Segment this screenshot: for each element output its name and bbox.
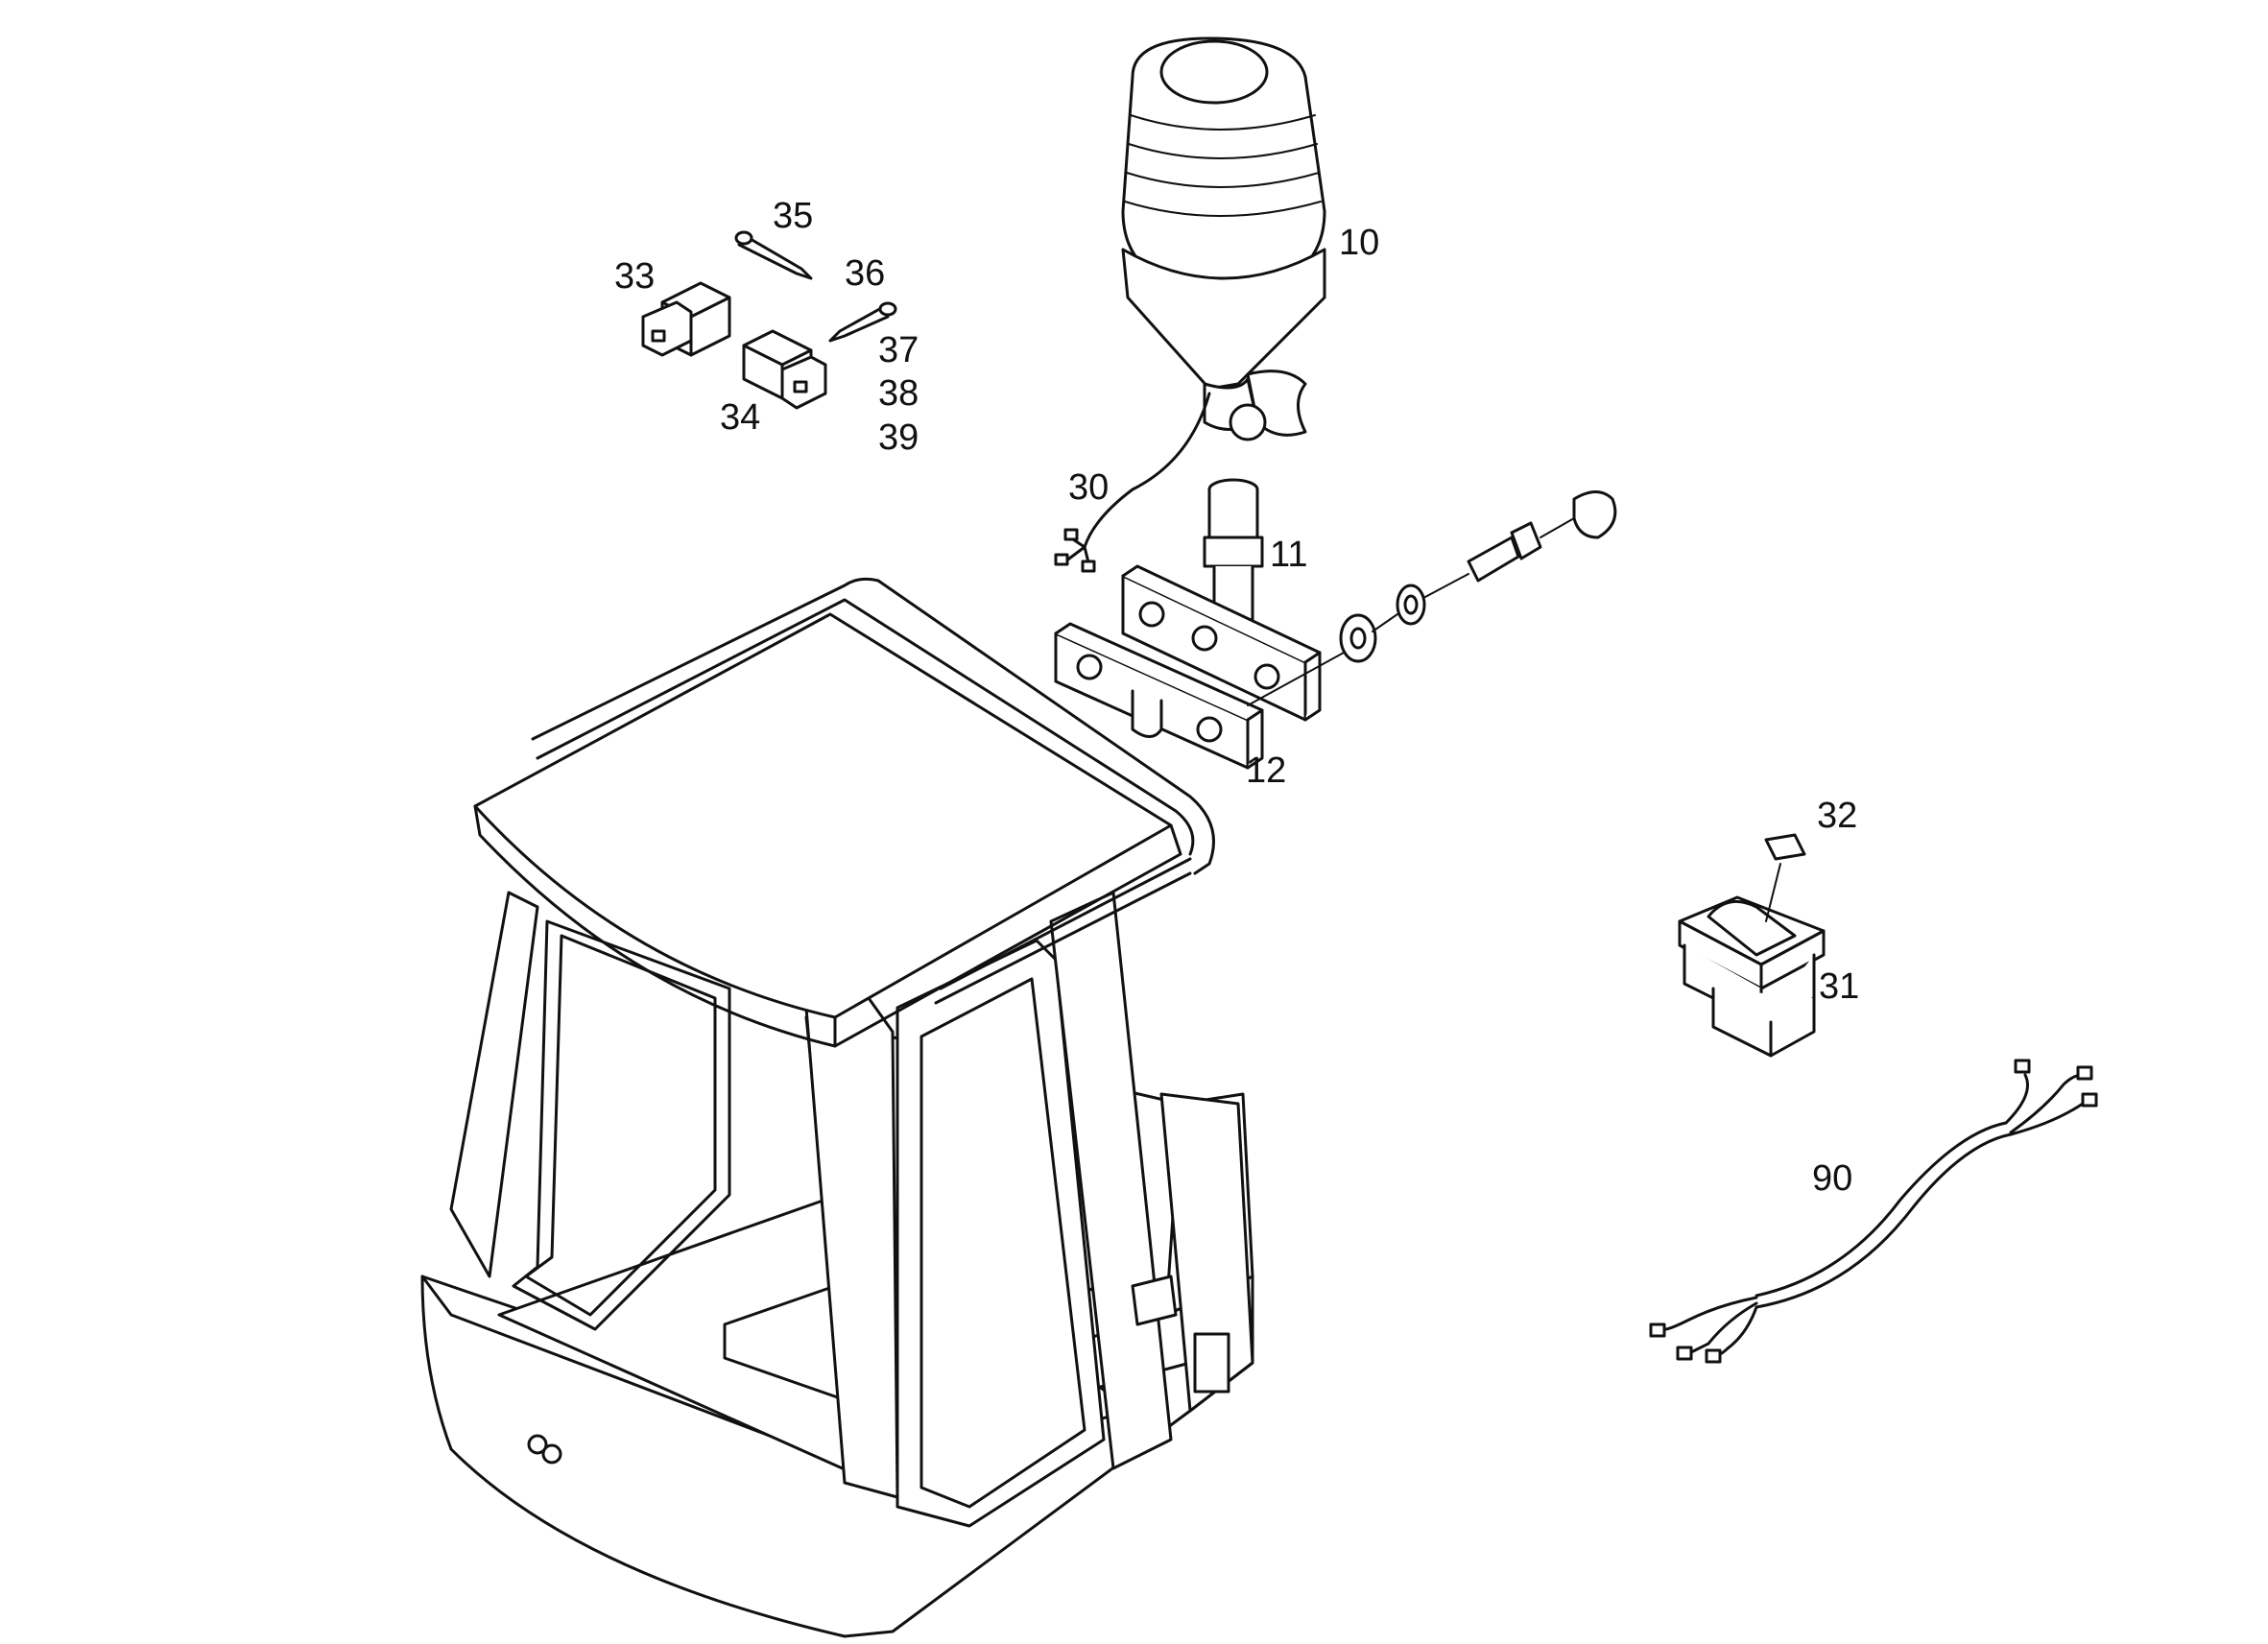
rocker-switch-drawing	[1678, 833, 1826, 1058]
callout-switch-cap: 32	[1817, 796, 1857, 836]
operator-cab	[420, 577, 1254, 1638]
callout-terminal-pin-b: 36	[845, 253, 885, 294]
terminal-pin-b-drawing	[828, 301, 897, 343]
callout-wiring-harness: 90	[1812, 1158, 1852, 1199]
callout-terminal-pin-a: 35	[773, 196, 813, 236]
bracket-plates-drawing	[1054, 564, 1345, 770]
connector-housing-a-drawing	[641, 281, 731, 357]
callout-beacon-cable: 30	[1068, 467, 1109, 508]
callout-labels: 10 11 12 30 31 32 33 34 35 36 37 38 39 9…	[614, 196, 1859, 1199]
terminal-pin-a-drawing	[734, 230, 813, 280]
bolt-and-washers	[1339, 490, 1617, 663]
callout-rocker-switch: 31	[1819, 966, 1859, 1007]
callout-terminal-pin-c: 37	[878, 330, 919, 370]
callout-terminal-pin-e: 39	[878, 417, 919, 458]
beacon-lamp	[1121, 36, 1326, 441]
beacon-cable-drawing	[1054, 392, 1211, 573]
callout-terminal-pin-d: 38	[878, 373, 919, 414]
callout-connector-housing-b: 34	[720, 397, 760, 438]
connector-housing-b-drawing	[742, 329, 827, 410]
wiring-harness-drawing	[1649, 1059, 2098, 1364]
callout-beacon: 10	[1339, 223, 1379, 263]
callout-mounting-pin: 11	[1270, 535, 1307, 575]
callout-bracket-plates: 12	[1246, 751, 1286, 791]
callout-connector-housing-a: 33	[614, 256, 655, 297]
